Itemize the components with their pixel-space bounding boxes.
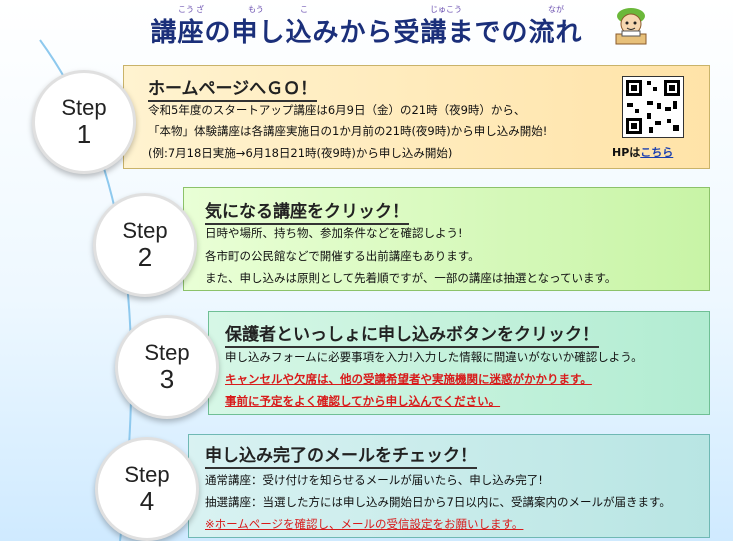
hp-link-label[interactable]: HPはこちら [612,144,673,160]
step-3-badge: Step 3 [115,315,219,419]
step-4-note: ※ホームページを確認し、メールの受信設定をお願いします。 [205,517,524,531]
step-number: 2 [137,242,153,272]
step-label: Step [122,218,168,243]
step-2-line: また、申し込みは原則として先着順ですが、一部の講座は抽選となっています。 [205,271,617,285]
step-number: 1 [76,119,92,149]
step-3-warning: キャンセルや欠席は、他の受講希望者や実施機関に迷惑がかかります。 [225,372,592,386]
title-ruby: ざ [196,5,204,14]
title-ruby: こ [300,5,308,14]
hp-prefix: HPは [612,146,641,159]
title-ruby: もう [248,5,264,14]
title-ruby: なが [548,5,564,14]
step-label: Step [124,462,170,487]
step-2-line: 各市町の公民館などで開催する出前講座もあります。 [205,249,480,263]
step-4-badge: Step 4 [95,437,199,541]
step-2-heading: 気になる講座をクリック！ [205,197,409,225]
step-number: 3 [159,364,175,394]
step-4-line: 抽選講座：当選した方には申し込み開始日から7日以内に、受講案内のメールが届きます… [205,495,671,509]
step-label: Step [144,340,190,365]
step-2-panel [183,187,710,291]
step-4-heading: 申し込み完了のメールをチェック！ [205,441,477,469]
page-title: 講座の申し込みから受講までの流れ [150,18,583,48]
step-number: 4 [139,486,155,516]
step-3-line: 申し込みフォームに必要事項を入力!入力した情報に間違いがないか確認しよう。 [225,350,643,364]
mascot-icon [615,8,647,45]
step-1-heading: ホームページへＧＯ！ [148,74,318,102]
qr-code-icon[interactable] [622,76,684,138]
step-3-heading: 保護者といっしょに申し込みボタンをクリック！ [225,320,599,348]
step-2-badge: Step 2 [93,193,197,297]
step-1-line: 令和5年度のスタートアップ講座は6月9日（金）の21時（夜9時）から、 [148,103,526,117]
step-2-line: 日時や場所、持ち物、参加条件などを確認しよう! [205,226,463,240]
step-1-badge: Step 1 [32,70,136,174]
step-1-panel [123,65,710,169]
step-4-panel [188,434,710,538]
title-ruby: じゅこう [430,5,462,14]
step-3-warning: 事前に予定をよく確認してから申し込んでください。 [225,394,501,408]
step-label: Step [61,95,107,120]
step-1-line: 「本物」体験講座は各講座実施日の1か月前の21時(夜9時)から申し込み開始! [148,124,548,138]
step-3-panel [208,311,710,415]
step-4-line: 通常講座：受け付けを知らせるメールが届いたら、申し込み完了! [205,473,543,487]
title-ruby: こう [178,5,194,14]
step-1-line: (例:7月18日実施→6月18日21時(夜9時)から申し込み開始) [148,146,453,160]
hp-link[interactable]: こちら [640,146,674,159]
